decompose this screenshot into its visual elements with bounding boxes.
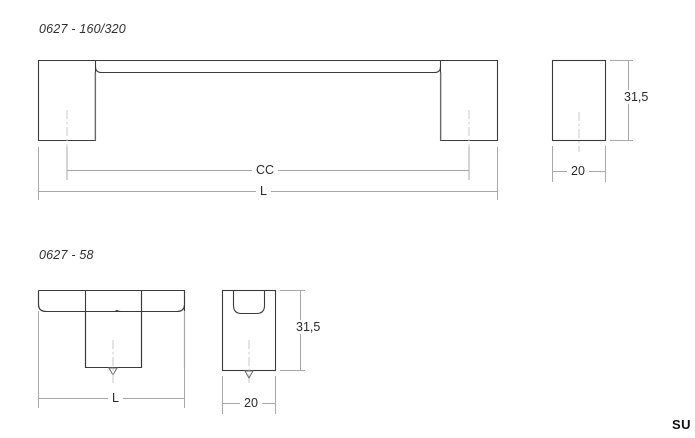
section-arrow-marker-side <box>244 370 254 380</box>
dimension-label-l-bottom: L <box>108 391 123 405</box>
side-elevation-160-320 <box>551 59 633 182</box>
side-view-outline <box>551 59 607 142</box>
profile-mask <box>86 291 141 310</box>
post-shading-lines <box>94 72 442 141</box>
drawing-handle-58 <box>37 289 305 414</box>
dimension-label-cc: CC <box>252 163 279 177</box>
front-elevation-160-320 <box>37 59 499 142</box>
dimension-label-l-top: L <box>256 184 271 198</box>
u-channel-outline <box>232 290 266 315</box>
drawing-handle-160-320 <box>37 59 633 200</box>
side-elevation-58 <box>221 289 305 414</box>
section-arrow-marker-front <box>108 367 118 377</box>
knob-bar-underside-left <box>37 290 86 313</box>
part-label-58: 0627 - 58 <box>39 248 94 262</box>
post-centerlines <box>66 110 470 152</box>
dimension-label-height-top: 31,5 <box>620 90 653 104</box>
dimension-label-height-bottom: 31,5 <box>292 320 325 334</box>
knob-bar-underside-right <box>141 290 186 313</box>
watermark-logo: SU <box>671 417 691 432</box>
dimension-label-width-bottom: 20 <box>240 396 262 410</box>
dimension-label-width-top: 20 <box>567 164 589 178</box>
part-label-160-320: 0627 - 160/320 <box>39 22 126 36</box>
bar-bottom-edge <box>94 66 442 74</box>
knob-profile-overlay <box>86 291 141 310</box>
